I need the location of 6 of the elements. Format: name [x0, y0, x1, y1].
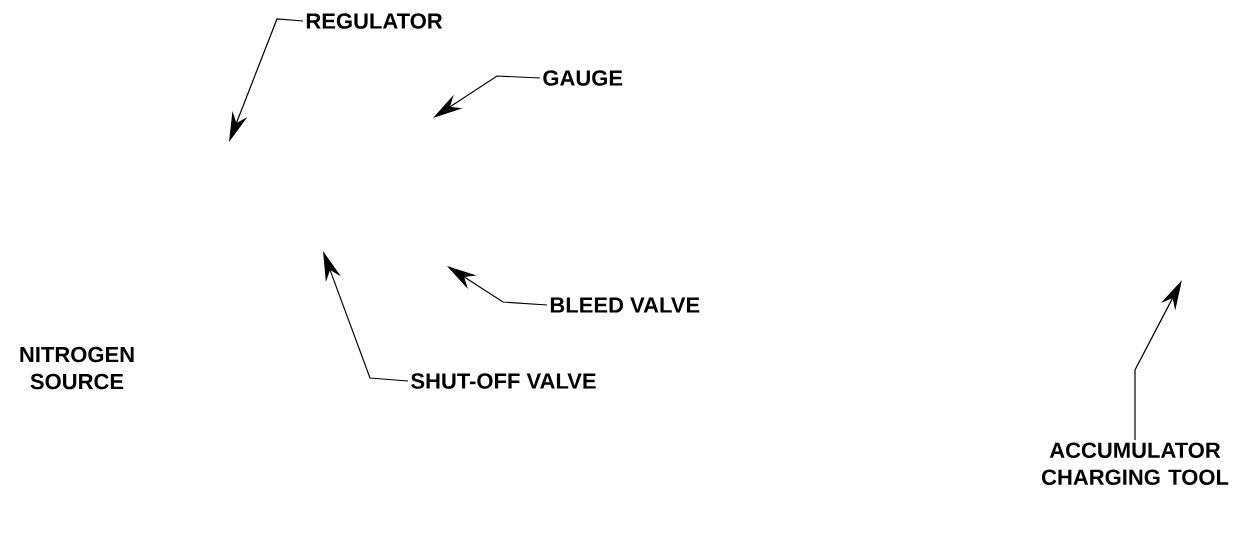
callout-label: GAUGE: [543, 70, 623, 86]
callout-label: NITROGEN SOURCE: [20, 346, 134, 390]
callout-label: BLEED VALVE: [550, 297, 700, 313]
callout-label: REGULATOR: [306, 13, 443, 29]
callout-label: ACCUMULATOR CHARGING TOOL: [1042, 442, 1229, 485]
callout-label: SHUT-OFF VALVE: [411, 373, 596, 389]
